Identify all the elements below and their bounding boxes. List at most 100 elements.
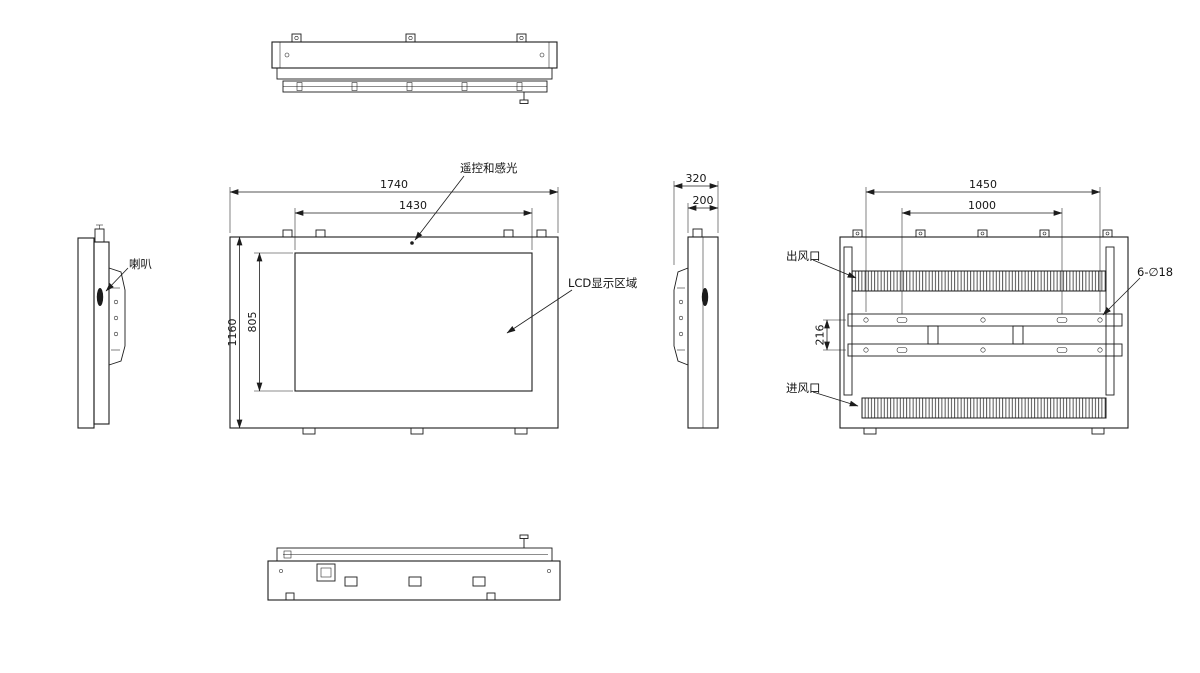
louver-clip [516, 82, 523, 91]
left-side-view: 喇叭 [77, 224, 152, 429]
tab-hole [1042, 231, 1047, 236]
bracket-hole [678, 299, 684, 305]
foot [514, 427, 528, 435]
mount-tab [536, 229, 547, 238]
dim-text: 1000 [968, 199, 996, 212]
speaker [96, 288, 104, 306]
dim-text: 216 [814, 325, 827, 346]
screw-hole [547, 569, 551, 573]
bottom-fitting [344, 576, 358, 587]
air-inlet-leader [812, 391, 859, 407]
lcd-area-leader [506, 289, 573, 334]
mount-slot [896, 347, 908, 353]
dim-text: 200 [693, 194, 714, 207]
mount-hole [863, 347, 869, 353]
bracket-hole [113, 315, 119, 321]
sensor-label: 遥控和感光 [460, 161, 518, 175]
top-frame-strip [276, 67, 553, 80]
left-rail [843, 246, 853, 396]
dim-slot-spacing: 1000 [901, 199, 1063, 314]
bracket-hole [678, 315, 684, 321]
air-outlet-leader [812, 259, 857, 279]
bottom-view [267, 534, 561, 601]
mount-holes-label: 6-∅18 [1137, 265, 1173, 279]
mount-lug [516, 33, 527, 43]
mount-tab [1102, 229, 1113, 238]
speaker [701, 288, 709, 306]
mount-holes-leader [1102, 277, 1141, 316]
dim-text: 1450 [969, 178, 997, 191]
gland-plate [316, 563, 336, 582]
air-inlet-vent [861, 397, 1107, 419]
tab-hole [1105, 231, 1110, 236]
bezel-profile [77, 237, 95, 429]
mount-hole [1097, 347, 1103, 353]
antenna-pin-cap [519, 534, 529, 539]
screw-hole [539, 52, 545, 58]
lcd-area-rect [294, 252, 533, 392]
bar-connector [927, 325, 939, 345]
mount-hole [980, 347, 986, 353]
air-outlet-vent [851, 270, 1107, 292]
bracket-hole [678, 331, 684, 337]
speaker-leader [105, 267, 129, 292]
mount-hole [980, 317, 986, 323]
drain-detail [285, 592, 295, 601]
bottom-fitting [472, 576, 486, 587]
dim-text: 1160 [226, 319, 239, 347]
mount-tab [315, 229, 326, 238]
louver-clip [351, 82, 358, 91]
mount-tab [282, 229, 293, 238]
foot [1091, 427, 1105, 435]
mount-lug [291, 33, 302, 43]
top-cap [692, 228, 703, 238]
mount-hole [863, 317, 869, 323]
mount-lug [405, 33, 416, 43]
cabinet-top-outline [271, 41, 558, 69]
lug-hole [294, 36, 299, 40]
body-profile [93, 241, 110, 425]
foot [863, 427, 877, 435]
louver-clip [296, 82, 303, 91]
foot [410, 427, 424, 435]
dim-text: 1740 [380, 178, 408, 191]
bottom-mount-bar [847, 343, 1123, 357]
gland-plate-inner [320, 567, 332, 578]
dim-text: 1430 [399, 199, 427, 212]
dim-front-outer-width: 1740 [229, 178, 559, 233]
dim-text: 320 [686, 172, 707, 185]
louver-clip [406, 82, 413, 91]
sensor-dot [410, 241, 414, 245]
latch-detail [283, 550, 292, 559]
dim-total-depth: 320 [673, 172, 719, 265]
right-side-view: 320 200 [673, 172, 719, 429]
air-inlet-label: 进风口 [786, 381, 821, 395]
drain-detail [486, 592, 496, 601]
mount-tab [503, 229, 514, 238]
antenna-pin-cap [519, 99, 529, 104]
bracket-hole [113, 299, 119, 305]
dim-lcd-height: 805 [246, 252, 293, 392]
front-view: 1740 1430 1160 805 遥控和感光 LCD显示区域 [226, 161, 638, 435]
front-outline [229, 236, 559, 429]
mount-tab [852, 229, 863, 238]
louver-clip [461, 82, 468, 91]
screw-hole [284, 52, 290, 58]
top-mount-bar [847, 313, 1123, 327]
lug-hole [519, 36, 524, 40]
wall-bracket [673, 267, 689, 366]
bar-connector [1012, 325, 1024, 345]
rear-outline [839, 236, 1129, 429]
bracket-hole [113, 331, 119, 337]
mount-hole [1097, 317, 1103, 323]
rear-view: 1450 1000 216 出风口 进风口 6-∅18 [786, 178, 1173, 435]
air-outlet-label: 出风口 [786, 249, 821, 263]
dim-rail-spacing: 216 [814, 319, 846, 351]
tab-hole [918, 231, 923, 236]
mount-slot [1056, 347, 1068, 353]
lug-hole [408, 36, 413, 40]
wall-bracket [108, 267, 126, 366]
tab-hole [980, 231, 985, 236]
